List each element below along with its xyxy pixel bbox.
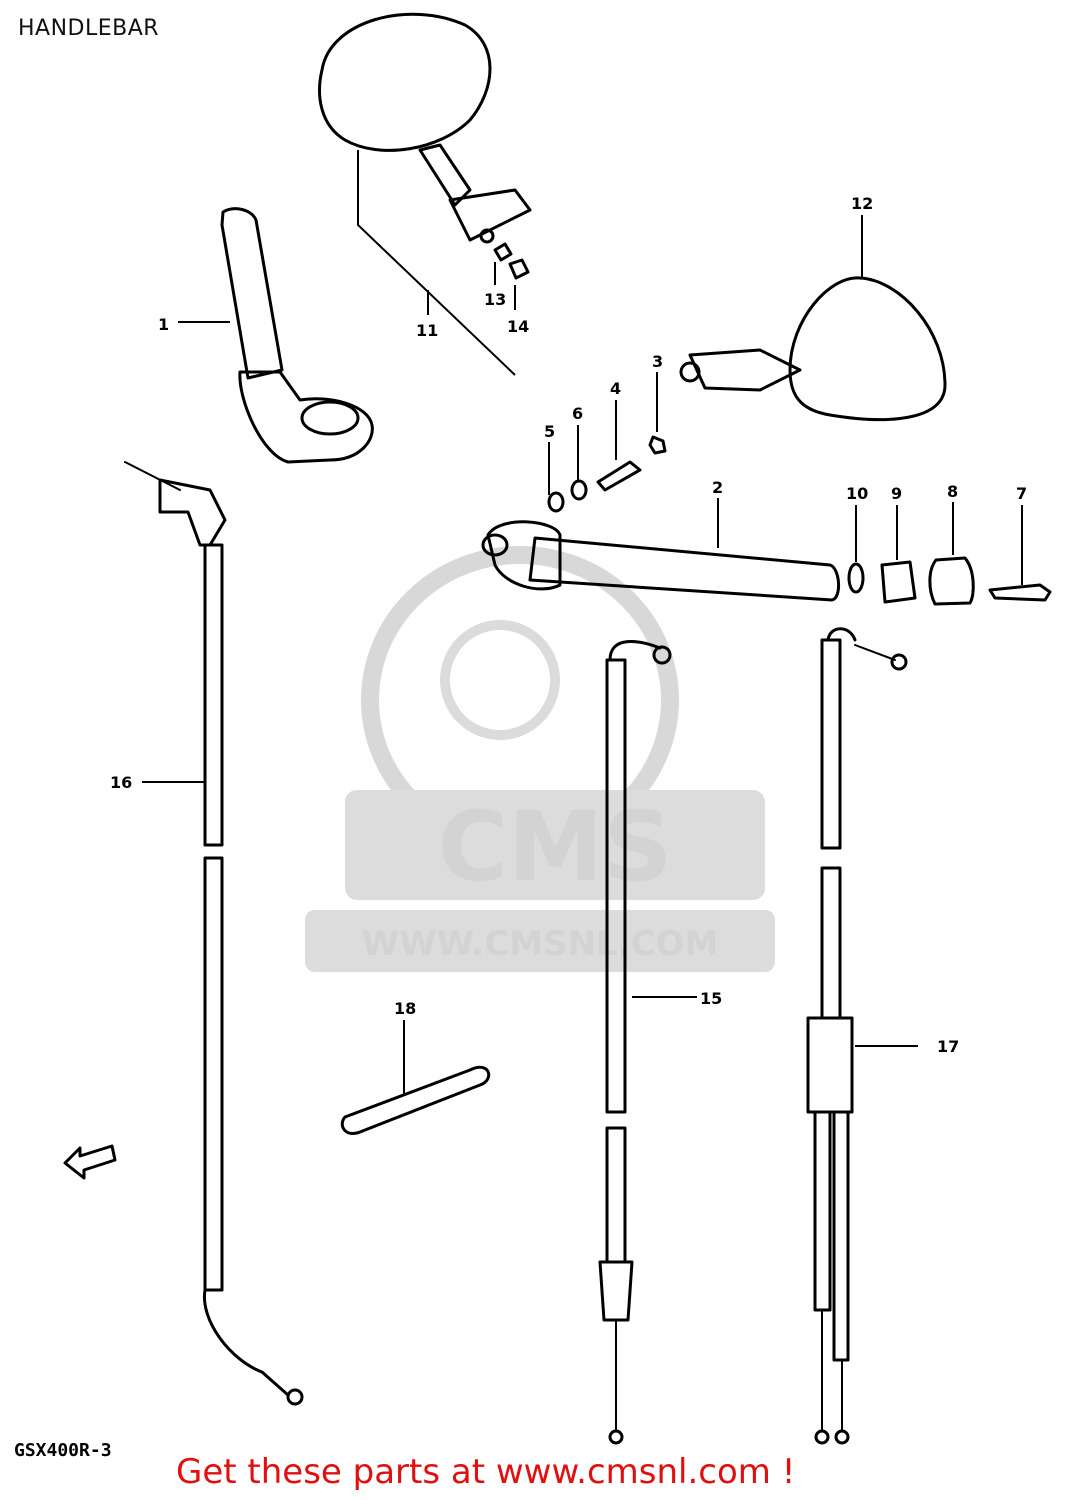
hardware-4-bolt (596, 460, 642, 492)
ref-17: 17 (937, 1037, 959, 1056)
ref-5: 5 (544, 422, 555, 441)
hardware-3 (648, 435, 667, 455)
ref-18: 18 (394, 999, 416, 1018)
cable-17 (806, 627, 908, 1445)
bar-end-9 (880, 560, 917, 604)
bar-end-10 (847, 562, 865, 594)
ref-4: 4 (610, 379, 621, 398)
ref-13: 13 (484, 290, 506, 309)
clamp-18 (340, 1065, 491, 1135)
right-mirror (679, 276, 947, 422)
cta-link[interactable]: Get these parts at www.cmsnl.com ! (176, 1452, 796, 1492)
ref-12: 12 (851, 194, 873, 213)
ref-16: 16 (110, 773, 132, 792)
bar-end-screw-7 (988, 583, 1052, 602)
ref-15: 15 (700, 989, 722, 1008)
watermark-logo-box (345, 790, 765, 900)
watermark-url-box (305, 910, 775, 972)
ref-8: 8 (947, 482, 958, 501)
ref-14: 14 (507, 317, 529, 336)
watermark-logo-text: CMS (437, 791, 672, 903)
ref-7: 7 (1016, 484, 1027, 503)
ref-6: 6 (572, 404, 583, 423)
ref-11: 11 (416, 321, 438, 340)
watermark: CMS WWW.CMSNL.COM (305, 546, 775, 972)
left-mirror (318, 12, 532, 280)
ref-3: 3 (652, 352, 663, 371)
front-arrow-icon (63, 1144, 117, 1180)
watermark-url-text: WWW.CMSNL.COM (362, 924, 719, 964)
ref-10: 10 (846, 484, 868, 503)
cable-16 (124, 461, 304, 1406)
model-code: GSX400R-3 (14, 1440, 112, 1461)
left-handlebar (220, 207, 374, 464)
diagram-title: HANDLEBAR (18, 16, 160, 41)
ref-9: 9 (891, 484, 902, 503)
reference-numbers: 1 2 3 4 5 6 7 8 9 10 11 12 13 14 15 16 1… (110, 194, 1027, 1056)
right-handlebar (481, 520, 840, 602)
hardware-5-washer (547, 491, 565, 513)
ref-1: 1 (158, 315, 169, 334)
ref-2: 2 (712, 478, 723, 497)
bar-end-8 (928, 556, 975, 606)
leader-lines (142, 215, 1023, 1095)
hardware-6-washer (570, 479, 588, 501)
cable-15 (598, 639, 672, 1445)
